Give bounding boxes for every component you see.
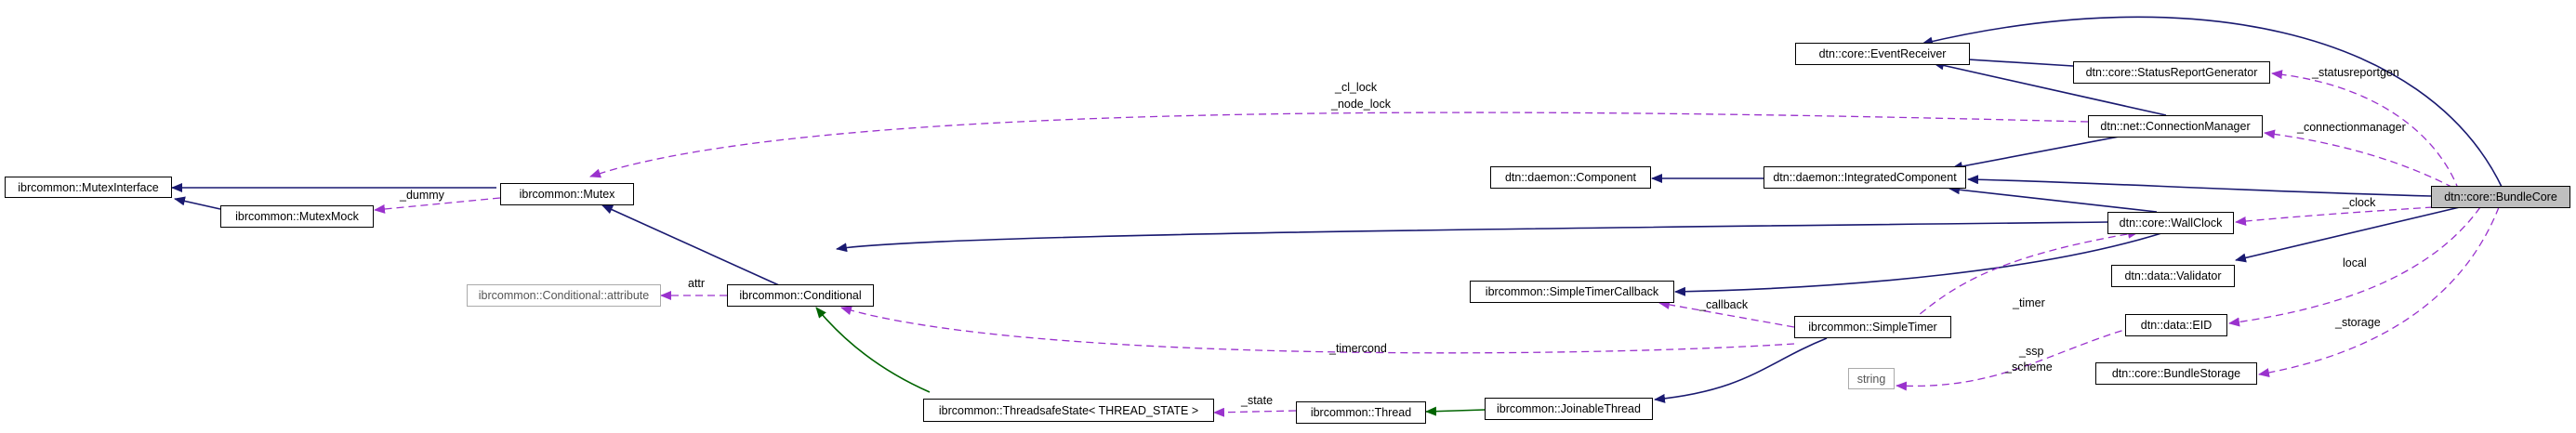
edge-joinable-thread bbox=[1425, 406, 1486, 416]
node-thread[interactable]: ibrcommon::Thread bbox=[1296, 401, 1426, 424]
edge-bundlecore-connmanager bbox=[2264, 129, 2464, 194]
edge-bundlecore-validator bbox=[2235, 205, 2464, 263]
edge-wallclock-integrated bbox=[1949, 185, 2158, 213]
node-component[interactable]: dtn::daemon::Component bbox=[1490, 166, 1651, 189]
node-connectionmanager[interactable]: dtn::net::ConnectionManager bbox=[2088, 115, 2263, 138]
label-scheme: _scheme bbox=[2004, 361, 2053, 374]
label-local: local bbox=[2343, 256, 2367, 269]
edge-simpletimer-conditional bbox=[840, 306, 1795, 354]
edge-tsstate-conditional bbox=[815, 307, 931, 393]
edge-wallclock-simpletimercb bbox=[1674, 232, 2162, 296]
label-dummy: _dummy bbox=[399, 189, 445, 202]
edge-bundlecore-statusreport bbox=[2271, 70, 2460, 191]
node-mutexinterface[interactable]: ibrcommon::MutexInterface bbox=[5, 177, 172, 198]
label-statusreportgen: _statusreportgen bbox=[2311, 66, 2399, 79]
node-wallclock[interactable]: dtn::core::WallClock bbox=[2107, 212, 2234, 234]
node-validator[interactable]: dtn::data::Validator bbox=[2111, 265, 2235, 287]
node-conditional-attribute[interactable]: ibrcommon::Conditional::attribute bbox=[467, 284, 661, 307]
node-eventreceiver[interactable]: dtn::core::EventReceiver bbox=[1795, 43, 1970, 65]
edge-conditional-mutex bbox=[601, 204, 780, 286]
edge-bundlecore-eventreceiver bbox=[1922, 16, 2503, 190]
edge-bundlecore-eid bbox=[2228, 206, 2481, 327]
node-mutexmock[interactable]: ibrcommon::MutexMock bbox=[220, 205, 374, 228]
label-cl-lock: _cl_lock bbox=[1334, 81, 1378, 94]
node-mutex[interactable]: ibrcommon::Mutex bbox=[500, 183, 634, 205]
label-timer: _timer bbox=[2012, 296, 2045, 309]
label-state: _state bbox=[1240, 394, 1273, 407]
edge-connmanager-eventreceiver bbox=[1933, 60, 2167, 116]
edge-bundlecore-integrated bbox=[1967, 175, 2432, 197]
edge-bundlecore-wallclock bbox=[2235, 206, 2434, 226]
edge-connmanager-integrated bbox=[1951, 134, 2130, 171]
node-conditional[interactable]: ibrcommon::Conditional bbox=[727, 284, 874, 307]
label-connectionmanager: _connectionmanager bbox=[2296, 121, 2406, 134]
edge-mutex-mutexmock bbox=[374, 197, 501, 214]
node-bundlestorage[interactable]: dtn::core::BundleStorage bbox=[2095, 362, 2257, 385]
edge-wallclock-conditional bbox=[836, 221, 2108, 253]
label-callback: _callback bbox=[1698, 298, 1749, 311]
edge-mutexmock-mutexinterface bbox=[174, 196, 221, 210]
node-joinablethread[interactable]: ibrcommon::JoinableThread bbox=[1485, 398, 1653, 420]
node-integratedcomponent[interactable]: dtn::daemon::IntegratedComponent bbox=[1764, 166, 1966, 189]
label-timercond: _timercond bbox=[1328, 342, 1387, 355]
node-statusreportgenerator[interactable]: dtn::core::StatusReportGenerator bbox=[2073, 61, 2270, 84]
edge-simpletimer-simpletimercb bbox=[1658, 300, 1795, 328]
label-attr: attr bbox=[688, 277, 705, 290]
edge-thread-tsstate bbox=[1213, 407, 1297, 417]
edge-simpletimer-joinable bbox=[1654, 337, 1828, 403]
edge-bundlecore-bundlestorage bbox=[2258, 206, 2500, 378]
edge-connmanager-mutex bbox=[589, 112, 2089, 178]
node-threadsafestate[interactable]: ibrcommon::ThreadsafeState< THREAD_STATE… bbox=[923, 399, 1214, 422]
node-string[interactable]: string bbox=[1848, 368, 1895, 389]
label-storage: _storage bbox=[2334, 316, 2381, 329]
edge-simpletimer-wallclock bbox=[1900, 229, 2139, 330]
label-clock: _clock bbox=[2342, 196, 2376, 209]
edge-eid-string bbox=[1896, 326, 2134, 391]
node-bundlecore[interactable]: dtn::core::BundleCore bbox=[2431, 186, 2570, 208]
label-ssp: _ssp bbox=[2018, 345, 2043, 358]
node-simpletimer[interactable]: ibrcommon::SimpleTimer bbox=[1794, 316, 1951, 338]
node-eid[interactable]: dtn::data::EID bbox=[2125, 314, 2227, 336]
node-simpletimercallback[interactable]: ibrcommon::SimpleTimerCallback bbox=[1470, 281, 1674, 303]
label-node-lock: _node_lock bbox=[1330, 98, 1392, 111]
